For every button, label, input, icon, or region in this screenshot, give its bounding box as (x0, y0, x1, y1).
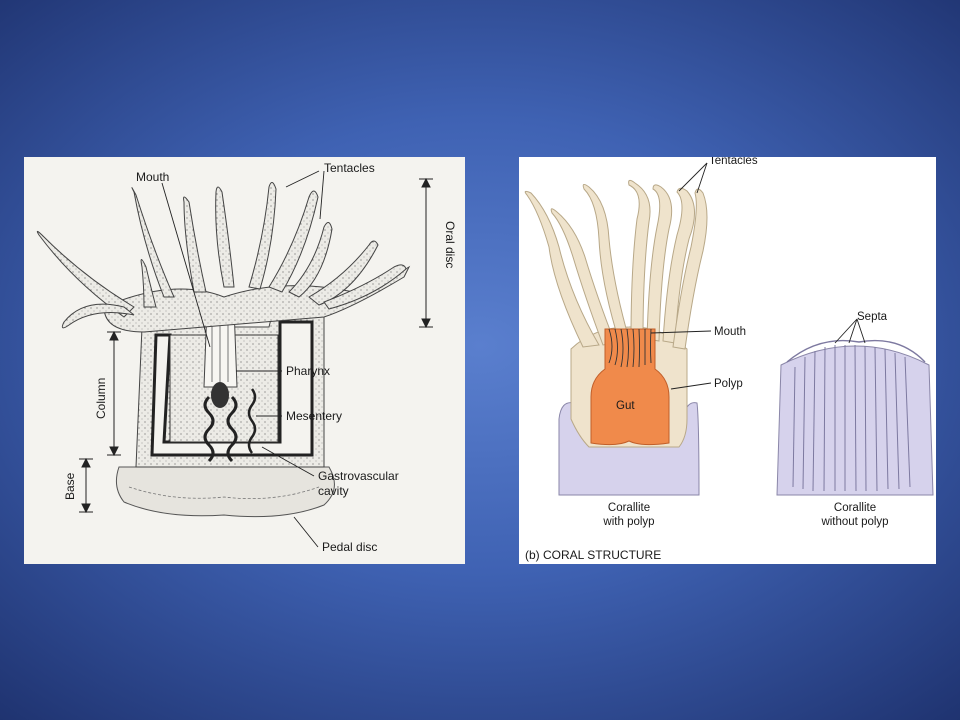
coral-leader-lines (650, 162, 866, 390)
coral-structure-illustration: Tentacles Mouth Polyp Gut Septa Corallit… (524, 157, 934, 562)
base-bracket (79, 457, 93, 514)
pedal-disc-shape (115, 466, 335, 518)
septa-lines (786, 339, 926, 492)
oral-disc-label: Oral disc (443, 221, 457, 268)
base-label: Base (63, 472, 77, 500)
column-bracket (107, 330, 121, 457)
corallite-with-polyp-label-line1: Corallite (608, 502, 650, 514)
gut-label: Gut (616, 400, 635, 412)
gastrovascular-label-line1: Gastrovascular (318, 469, 399, 483)
coral-mouth-label: Mouth (714, 326, 746, 338)
pharynx-label: Pharynx (286, 364, 330, 378)
sea-anemone-diagram: Mouth Tentacles Pharynx Mesentery Gastro… (24, 157, 465, 564)
corallite-without-polyp-label-line1: Corallite (834, 502, 876, 514)
sea-anemone-illustration: Mouth Tentacles Pharynx Mesentery Gastro… (36, 161, 457, 554)
gastrovascular-label-line2: cavity (318, 484, 349, 498)
corallite-with-polyp-label-line2: with polyp (602, 516, 654, 528)
tentacles-group (36, 182, 407, 329)
corallite-without-polyp-skeleton (776, 345, 934, 496)
coral-tentacles-label: Tentacles (709, 157, 758, 167)
column-label: Column (94, 378, 108, 419)
coral-mouth-lines (608, 328, 652, 368)
coral-tentacles-group (524, 179, 708, 350)
tentacles-label: Tentacles (324, 161, 375, 175)
gastrovascular-cavity-shape (150, 320, 314, 457)
coral-structure-caption: (b) CORAL STRUCTURE (525, 548, 661, 562)
mouth-label: Mouth (136, 170, 169, 184)
coral-structure-diagram: Tentacles Mouth Polyp Gut Septa Corallit… (519, 157, 936, 564)
pedal-disc-label: Pedal disc (322, 540, 377, 554)
corallite-without-polyp-label-line2: without polyp (820, 516, 888, 528)
septa-label: Septa (857, 311, 888, 323)
polyp-label: Polyp (714, 378, 743, 390)
mesentery-label: Mesentery (286, 409, 342, 423)
oral-disc-bracket (419, 177, 433, 329)
mesentery-shape (203, 395, 215, 463)
leader-lines (161, 170, 325, 548)
